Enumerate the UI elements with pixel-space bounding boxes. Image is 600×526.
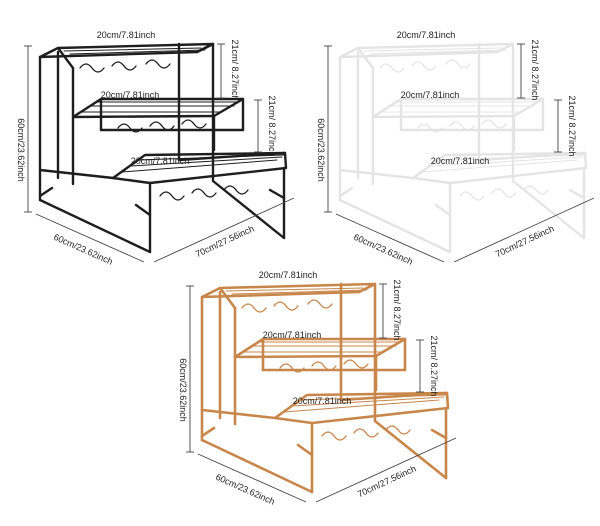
- tier-gap-upper-label: 21cm/ 8.27inch: [392, 279, 402, 340]
- length-label: 70cm/27.56inch: [494, 223, 556, 259]
- plant-stand-wood: [200, 282, 450, 494]
- tier-gap-upper-label: 21cm/ 8.27inch: [230, 39, 240, 100]
- length-line: [453, 197, 595, 263]
- length-label: 70cm/27.56inch: [356, 463, 418, 499]
- depth-line: [335, 213, 445, 263]
- tier-gap-upper-label: 21cm/ 8.27inch: [530, 39, 540, 100]
- stand-frame: [38, 42, 288, 254]
- plant-stand-white: [338, 42, 588, 254]
- height-label: 60cm/23.62inch: [178, 358, 188, 422]
- tier-gap-lower-label: 21cm/ 8.27inch: [567, 95, 577, 156]
- tier-gap-lower-label: 21cm/ 8.27inch: [429, 335, 439, 396]
- shelf-width-bottom-label: 20cm/7.81inch: [431, 156, 490, 166]
- length-label: 70cm/27.56inch: [194, 223, 256, 259]
- plant-stand-black: [38, 42, 288, 254]
- depth-label: 60cm/23.62inch: [214, 472, 276, 507]
- height-label: 60cm/23.62inch: [16, 118, 26, 182]
- shelf-width-top-label: 20cm/7.81inch: [259, 270, 318, 280]
- shelf-width-top-label: 20cm/7.81inch: [397, 30, 456, 40]
- shelf-width-mid-label: 20cm/7.81inch: [263, 330, 322, 340]
- depth-label: 60cm/23.62inch: [52, 232, 114, 267]
- stand-frame: [338, 42, 588, 254]
- shelf-width-bottom-label: 20cm/7.81inch: [293, 396, 352, 406]
- length-line: [153, 197, 295, 263]
- shelf-width-mid-label: 20cm/7.81inch: [101, 90, 160, 100]
- depth-label: 60cm/23.62inch: [352, 232, 414, 267]
- shelf-width-bottom-label: 20cm/7.81inch: [131, 156, 190, 166]
- stand-frame: [200, 282, 450, 494]
- shelf-width-top-label: 20cm/7.81inch: [97, 30, 156, 40]
- length-line: [315, 437, 457, 503]
- height-label: 60cm/23.62inch: [316, 118, 326, 182]
- depth-line: [35, 213, 145, 263]
- tier-gap-lower-label: 21cm/ 8.27inch: [267, 95, 277, 156]
- depth-line: [197, 453, 307, 503]
- shelf-width-mid-label: 20cm/7.81inch: [401, 90, 460, 100]
